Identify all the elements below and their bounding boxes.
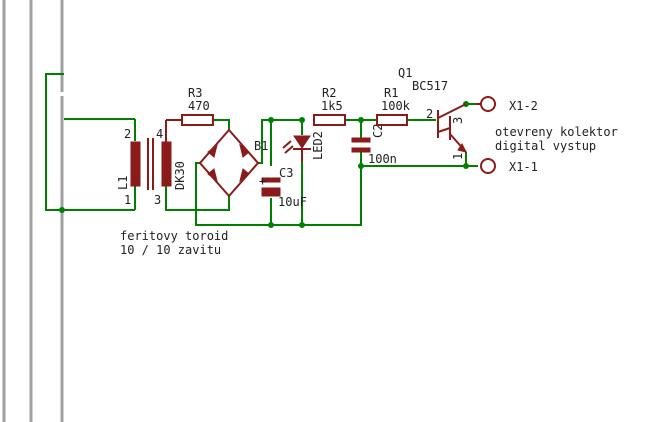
c3-polarity-label: +: [259, 174, 266, 188]
junction-dot: [299, 222, 305, 228]
resistor-body: [376, 114, 408, 126]
resistor-r1: R1 100k: [376, 86, 436, 126]
x1-2-label: X1-2: [509, 99, 538, 113]
light-arrow: [282, 140, 292, 149]
junction-dot: [358, 163, 364, 169]
wire-bridge-left: [195, 162, 330, 226]
c2-value-label: 100n: [368, 152, 397, 166]
output-note-line2: digital vystup: [495, 139, 596, 153]
emitter-arrow: [457, 143, 467, 153]
c2-ref-label: C2: [371, 124, 385, 138]
r1-ref-label: R1: [384, 86, 398, 100]
transistor-q1: Q1 BC517 2 3 1: [398, 66, 467, 160]
wire-loop-left: [45, 73, 135, 211]
diode-arrow: [207, 168, 218, 183]
r3-ref-label: R3: [188, 86, 202, 100]
q1-ref-label: Q1: [398, 66, 412, 80]
winding-primary: [130, 141, 141, 187]
capacitor-plate: [351, 137, 371, 143]
r1-value-label: 100k: [381, 99, 411, 113]
light-arrow: [284, 145, 294, 154]
led-led2: LED2: [282, 131, 325, 162]
l1-value-label: DK30: [173, 161, 187, 190]
toroid-note-line1: feritovy toroid: [120, 229, 228, 243]
led2-ref-label: LED2: [311, 131, 325, 160]
capacitor-c3: + C3 10uF: [259, 166, 307, 209]
q1-pin-1: 1: [451, 153, 465, 160]
diode-arrow: [207, 143, 218, 158]
connector-x1-1: X1-1: [480, 158, 538, 174]
junction-dot: [463, 163, 469, 169]
l1-pin-1: 1: [124, 193, 131, 207]
q1-pin-3: 3: [451, 117, 465, 124]
connector-x1-2: X1-2: [476, 96, 538, 113]
winding-secondary: [161, 141, 172, 187]
q1-pin-2: 2: [426, 107, 433, 121]
capacitor-plate: [261, 187, 281, 197]
capacitor-plate: [261, 177, 281, 183]
wire-bridge-right: [258, 119, 302, 164]
emitter-lead: [437, 127, 451, 133]
capacitor-plate: [351, 147, 371, 153]
x1-1-label: X1-1: [509, 160, 538, 174]
wire-bridge-to-l1: [165, 186, 230, 211]
terminal-circle: [480, 158, 496, 174]
r2-value-label: 1k5: [321, 99, 343, 113]
b1-ref-label: B1: [254, 139, 268, 153]
r3-value-label: 470: [188, 99, 210, 113]
output-note-line1: otevreny kolektor: [495, 125, 618, 139]
capacitor-c2: C2 100n: [351, 124, 397, 166]
l1-pin-3: 3: [154, 193, 161, 207]
bridge-diamond: [198, 128, 260, 198]
junction-dot: [358, 117, 364, 123]
wire-r3-to-bridge: [213, 119, 230, 130]
wire-c2-bottom: [330, 152, 362, 226]
terminal-circle: [480, 96, 496, 112]
resistor-r3: R3 470: [181, 86, 214, 126]
transformer-l1: 2 1 4 3 L1 DK30: [116, 119, 187, 207]
c3-ref-label: C3: [279, 166, 293, 180]
toroid-note-line2: 10 / 10 zavitu: [120, 243, 221, 257]
diode-arrow: [239, 168, 250, 183]
r2-ref-label: R2: [322, 86, 336, 100]
q1-value-label: BC517: [412, 79, 448, 93]
resistor-body: [313, 114, 346, 126]
led-triangle: [293, 135, 311, 149]
resistor-r2: R2 1k5: [313, 86, 346, 126]
junction-dot: [268, 117, 274, 123]
junctions: [59, 101, 469, 228]
l1-pin-2: 2: [124, 127, 131, 141]
l1-pin-4: 4: [156, 127, 163, 141]
junction-dot: [59, 207, 65, 213]
collector-lead: [437, 103, 467, 119]
c3-value-label: 10uF: [278, 195, 307, 209]
resistor-body: [181, 114, 214, 126]
diode-arrow: [239, 143, 250, 158]
bridge-rectifier-b1: B1: [198, 128, 268, 198]
wires: [45, 73, 478, 226]
junction-dot: [268, 222, 274, 228]
l1-ref-label: L1: [116, 176, 130, 190]
junction-dot: [299, 117, 305, 123]
